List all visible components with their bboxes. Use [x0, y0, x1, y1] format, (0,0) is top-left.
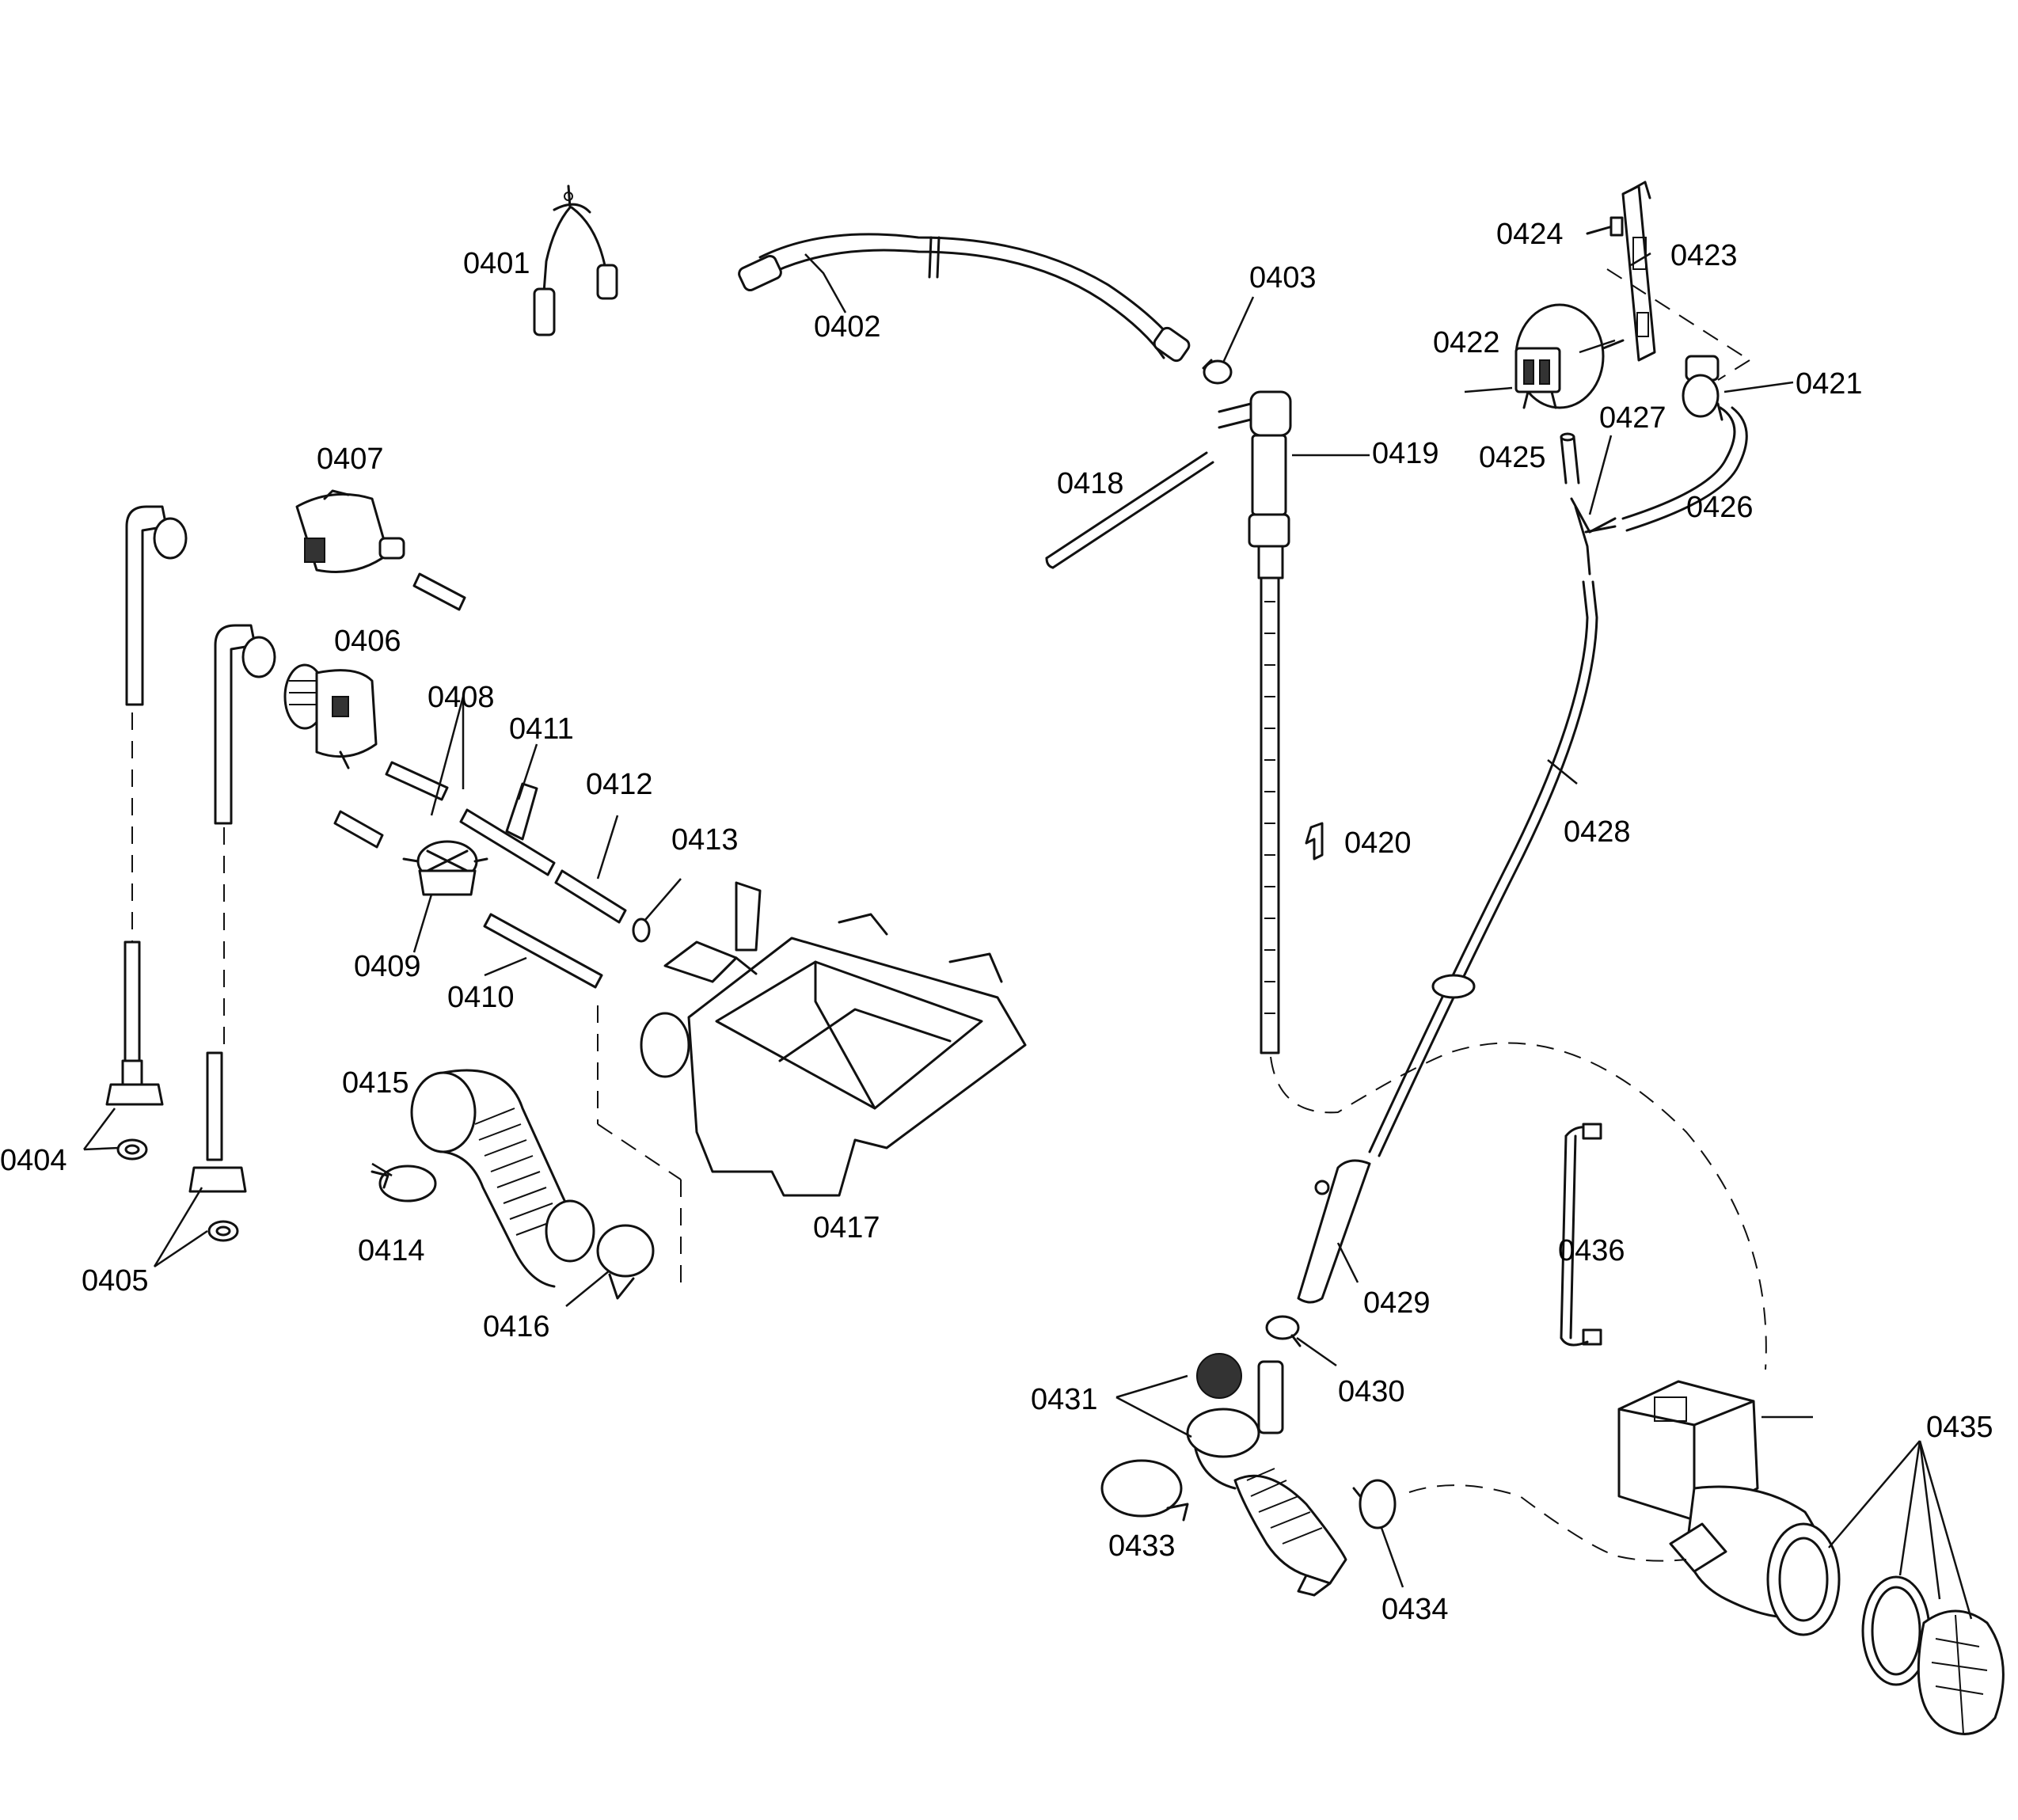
callout-0429: 0429 [1363, 1286, 1431, 1320]
part-0425-short-hose [1560, 432, 1580, 484]
callout-0416: 0416 [483, 1310, 550, 1343]
part-0420-clip [1305, 822, 1324, 861]
callout-0413: 0413 [671, 823, 739, 857]
callout-0402: 0402 [814, 310, 881, 344]
part-0410-hose [483, 913, 603, 989]
dashed-routing-lines [1270, 1042, 1767, 1562]
callout-0420: 0420 [1344, 826, 1412, 860]
part-0428-long-tube [1368, 580, 1598, 1157]
callout-0415: 0415 [342, 1066, 409, 1100]
part-0411-y-hose [459, 782, 556, 876]
part-0434-clamp [1352, 1479, 1397, 1529]
part-0430-clamp [1265, 1315, 1302, 1347]
part-0413-clip [632, 918, 651, 943]
part-0412-hose [554, 869, 627, 924]
callout-0428: 0428 [1564, 815, 1631, 849]
callout-0423: 0423 [1670, 239, 1738, 272]
callout-0419: 0419 [1372, 437, 1439, 470]
callout-0430: 0430 [1338, 1375, 1405, 1408]
part-0406-inlet-valve [283, 663, 378, 769]
leader-lines [83, 252, 1973, 1620]
callout-0425: 0425 [1479, 441, 1546, 474]
callout-0410: 0410 [447, 981, 515, 1014]
callout-labels: 0401 0402 0403 0404 0405 0406 0407 0408 … [0, 218, 1993, 1626]
callout-0411: 0411 [509, 712, 574, 746]
part-0433-clamp [1100, 1459, 1189, 1522]
part-0419-level-tube [1218, 390, 1292, 1054]
callout-0418: 0418 [1057, 467, 1124, 500]
part-0408-hoses [333, 572, 466, 849]
part-0426-hose [1621, 406, 1748, 532]
part-0415-bellows-hose [410, 1069, 595, 1288]
callout-0404: 0404 [0, 1144, 67, 1177]
part-0404-inlet-elbow [105, 505, 188, 1161]
callout-0407: 0407 [317, 443, 384, 476]
part-0418-rod [1045, 451, 1214, 569]
part-0417-drawer-housing [597, 881, 1027, 1290]
part-0424-screw [1586, 216, 1624, 237]
part-0416-clamp [596, 1224, 655, 1300]
callout-0422: 0422 [1433, 326, 1500, 359]
callout-0424: 0424 [1496, 218, 1564, 251]
part-0402-hose [738, 233, 1191, 363]
callout-0435: 0435 [1926, 1411, 1993, 1444]
part-0435-drain-pump [1617, 1380, 2005, 1735]
part-0403-clamp [1202, 359, 1233, 385]
part-0429-air-chamber [1297, 1159, 1371, 1304]
callout-0408: 0408 [428, 681, 495, 714]
part-0407-inlet-valve [295, 489, 405, 573]
callout-0403: 0403 [1249, 261, 1317, 294]
callout-0414: 0414 [358, 1234, 425, 1267]
part-0423-bracket [1606, 180, 1750, 381]
callout-0417: 0417 [813, 1211, 880, 1244]
part-0414-clamp [371, 1165, 437, 1203]
part-0422-pressure-switch [1514, 303, 1625, 409]
callout-0421: 0421 [1796, 367, 1863, 401]
part-0436-wire-harness [1560, 1123, 1602, 1347]
part-0431-drain-hose [1186, 1353, 1347, 1597]
callout-0426: 0426 [1686, 491, 1754, 524]
callout-0409: 0409 [354, 950, 421, 983]
callout-0401: 0401 [463, 247, 530, 280]
part-0421-fitting [1682, 355, 1723, 421]
part-0401-y-bracket [533, 184, 618, 336]
callout-0412: 0412 [586, 768, 653, 801]
part-0405-inlet-elbow [188, 624, 276, 1242]
callout-0427: 0427 [1599, 401, 1666, 435]
callout-0406: 0406 [334, 625, 401, 658]
callout-0431: 0431 [1031, 1383, 1098, 1416]
part-0409-flow-valve [402, 840, 488, 896]
callout-0433: 0433 [1108, 1529, 1176, 1563]
callout-0405: 0405 [82, 1264, 149, 1298]
part-0427-y-connector [1570, 497, 1617, 576]
callout-0434: 0434 [1381, 1593, 1449, 1626]
callout-0436: 0436 [1558, 1234, 1625, 1267]
